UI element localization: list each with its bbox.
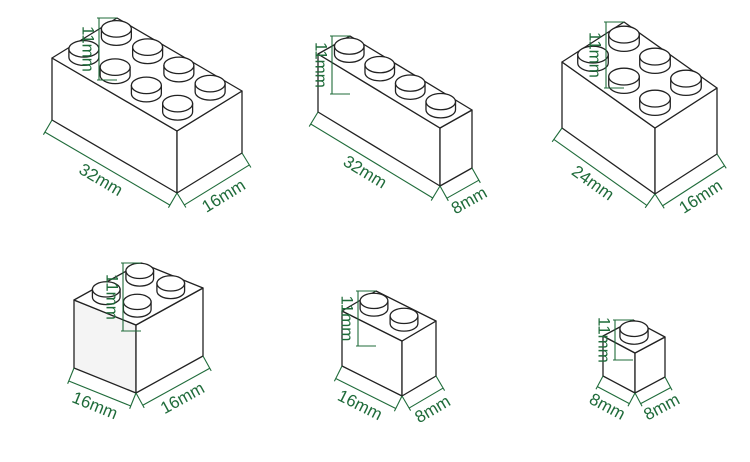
width-dimension-label: 16mm <box>199 175 249 216</box>
stud <box>619 320 649 345</box>
stud <box>389 307 419 332</box>
stud <box>194 74 226 101</box>
length-dimension-label: 32mm <box>76 160 126 200</box>
height-dimension-label: 11mm <box>103 274 122 320</box>
width-dimension-extension <box>634 392 643 407</box>
width-dimension-line <box>408 387 444 409</box>
width-dimension-extension <box>471 167 481 184</box>
width-dimension-label: 16mm <box>676 176 726 218</box>
stud <box>577 45 609 72</box>
stud <box>639 47 671 74</box>
width-dimension-line <box>640 387 671 405</box>
length-dimension-label: 32mm <box>340 152 390 193</box>
stud <box>359 292 389 317</box>
brick-2x2: 16mm 16mm 11mm <box>67 262 212 423</box>
length-dimension-extension <box>308 111 319 127</box>
stud <box>131 38 164 65</box>
stud <box>163 56 195 83</box>
width-dimension-label: 16mm <box>157 378 208 417</box>
stud <box>670 69 702 96</box>
length-dimension-extension <box>627 392 636 407</box>
stud <box>122 293 152 318</box>
length-dimension-label: 16mm <box>69 388 120 423</box>
length-dimension-line <box>68 380 131 407</box>
length-dimension-line <box>335 378 396 410</box>
stud <box>394 74 426 100</box>
width-dimension-line <box>446 179 480 199</box>
width-dimension-label: 8mm <box>641 390 683 425</box>
length-dimension-line <box>597 386 630 405</box>
length-dimension-label: 8mm <box>586 389 628 424</box>
length-dimension-label: 16mm <box>335 386 386 424</box>
width-dimension-extension <box>664 376 673 391</box>
stud <box>161 94 194 121</box>
height-dimension-label: 11mm <box>586 32 605 78</box>
width-dimension-line <box>142 367 211 406</box>
height-dimension-label: 11mm <box>338 296 357 342</box>
length-dimension-extension <box>393 395 403 412</box>
width-dimension-line <box>662 165 725 207</box>
stud <box>99 58 131 85</box>
stud <box>425 92 457 119</box>
width-dimension-extension <box>241 152 252 168</box>
length-dimension-line <box>44 131 171 206</box>
length-dimension-extension <box>333 365 343 382</box>
width-dimension-label: 8mm <box>412 391 454 427</box>
stud <box>333 37 365 63</box>
width-dimension-extension <box>202 355 212 372</box>
stud <box>156 275 186 300</box>
stud <box>608 67 640 94</box>
stud <box>68 39 100 66</box>
length-dimension-extension <box>644 193 656 209</box>
length-dimension-line <box>553 138 648 206</box>
height-dimension-label: 11mm <box>79 26 98 72</box>
brick-1x4: 32mm 8mm 11mm <box>308 35 490 218</box>
stud <box>100 19 133 46</box>
stud <box>130 76 163 103</box>
width-dimension-label: 8mm <box>448 183 490 218</box>
brick-2x4: 32mm 16mm 11mm <box>42 17 252 216</box>
length-dimension-extension <box>42 119 53 135</box>
width-dimension-line <box>184 164 250 206</box>
length-dimension-line <box>310 123 434 199</box>
stud <box>639 89 671 116</box>
brick-1x2: 16mm 8mm 11mm <box>333 290 454 427</box>
width-dimension-extension <box>435 375 446 391</box>
height-dimension-label: 11mm <box>312 42 331 88</box>
width-dimension-extension <box>135 392 145 409</box>
stud <box>608 25 640 52</box>
width-dimension-extension <box>716 153 727 169</box>
brick-2x3: 24mm 16mm 11mm <box>551 21 727 218</box>
stud <box>91 281 121 306</box>
stud <box>125 262 155 287</box>
height-dimension-label: 11mm <box>595 317 614 363</box>
length-dimension-label: 24mm <box>568 162 618 205</box>
brick-1x1: 8mm 8mm 11mm <box>586 317 683 424</box>
stud <box>364 55 396 82</box>
